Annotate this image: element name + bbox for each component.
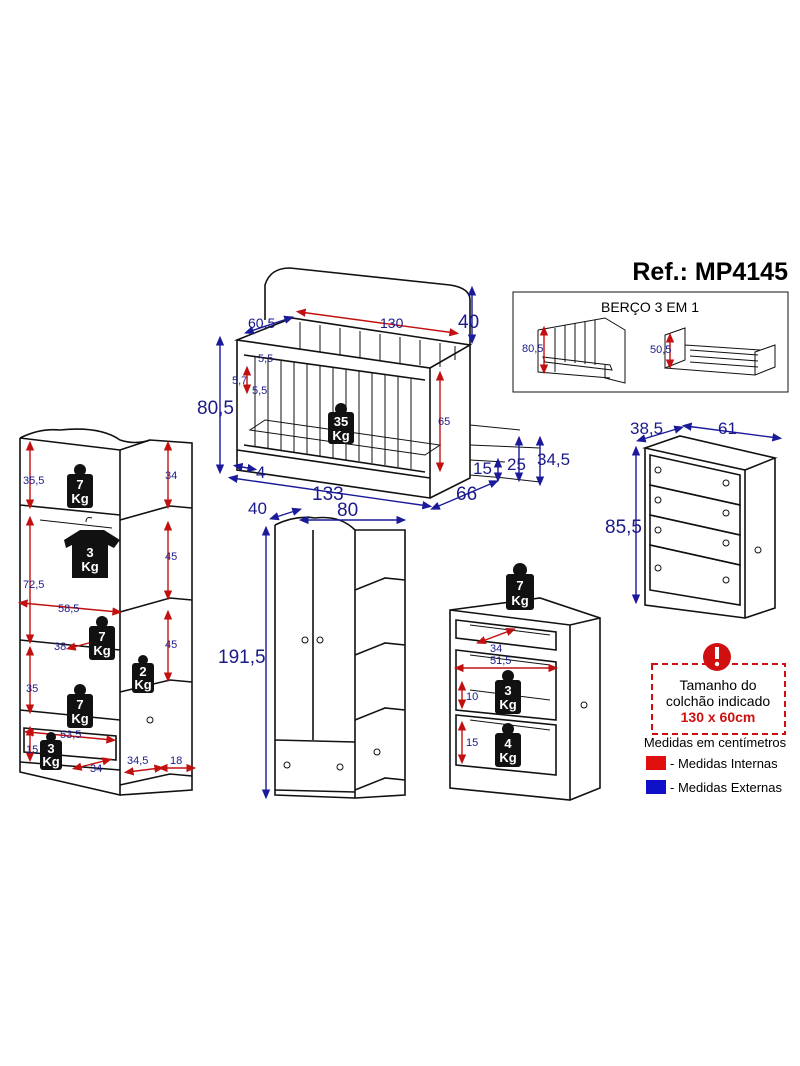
big-dresser-width: 61	[718, 419, 737, 438]
small-dresser-weight-top: 7 Kg	[506, 563, 534, 610]
big-dresser-drawing: 38,5 61 85,5	[605, 419, 783, 619]
shelf-weight-mid-value: 7	[98, 629, 105, 644]
legend-internal-swatch	[646, 756, 666, 770]
shelf-w-inner: 58,5	[58, 603, 79, 615]
crib-inner-length: 130	[380, 315, 404, 331]
small-dresser-drawing: 34 51,5 10 15 7 Kg 3 Kg 4 Kg	[449, 563, 601, 801]
shelf-weight-drawer-value: 3	[47, 741, 54, 756]
small-dresser-weight-mid-value: 3	[504, 683, 511, 698]
crib-depth-total: 66	[456, 484, 477, 505]
crib-rail-c: 5,5	[252, 385, 267, 397]
crib-base-offset: 4	[256, 463, 265, 482]
legend-title: Medidas em centímetros	[644, 735, 787, 750]
notice-line2: colchão indicado	[666, 693, 771, 709]
shelf-weight-low-value: 7	[76, 697, 83, 712]
shelf-h-mid: 35	[26, 683, 38, 695]
shelf-weight-low: 7 Kg	[67, 684, 93, 728]
legend-external-swatch	[646, 780, 666, 794]
crib-level-2: 25	[507, 455, 526, 474]
wardrobe-depth: 40	[248, 499, 267, 518]
small-dresser-weight-top-unit: Kg	[511, 593, 528, 608]
shelf-weight-top-unit: Kg	[71, 491, 88, 506]
crib-inner-height: 65	[438, 416, 450, 428]
shelf-d-shelf: 38	[54, 641, 66, 653]
big-dresser-height: 85,5	[605, 517, 642, 538]
inset-crib-height: 80,5	[522, 343, 543, 355]
shelf-weight-mid-unit: Kg	[93, 643, 110, 658]
shelf-side-d: 34,5	[127, 755, 148, 767]
shelf-side-1: 34	[165, 470, 177, 482]
small-dresser-weight-low: 4 Kg	[495, 723, 521, 767]
legend-external-label: - Medidas Externas	[670, 780, 782, 795]
shelf-side-2: 45	[165, 551, 177, 563]
notice-size: 130 x 60cm	[681, 709, 756, 725]
inset-bed-height: 50,5	[650, 344, 671, 356]
shelf-h-top: 35,5	[23, 475, 44, 487]
crib-weight-unit: Kg	[332, 428, 349, 443]
small-dresser-weight-low-value: 4	[504, 736, 512, 751]
shelf-weight-top-value: 7	[76, 477, 83, 492]
small-dresser-width: 51,5	[490, 655, 511, 667]
mattress-notice: Tamanho do colchão indicado 130 x 60cm	[651, 643, 786, 735]
shelf-weight-top: 7 Kg	[67, 464, 93, 508]
crib-headboard: 40	[458, 312, 479, 333]
crib-rail-b: 5,7	[232, 375, 247, 387]
small-dresser-weight-low-unit: Kg	[499, 750, 516, 765]
crib-rail-a: 5,5	[258, 353, 273, 365]
small-dresser-depth: 34	[490, 643, 502, 655]
shelf-side-w: 18	[170, 755, 182, 767]
legend-internal-label: - Medidas Internas	[670, 756, 778, 771]
notice-line1: Tamanho do	[679, 677, 756, 693]
crib-level-3: 34,5	[537, 450, 570, 469]
shelf-unit-drawing: 35,5 72,5 35 15 58,5 38 53,5 34 34 45 45…	[17, 428, 197, 797]
shelf-weight-hang-value: 3	[86, 545, 93, 560]
big-dresser-depth: 38,5	[630, 419, 663, 438]
small-dresser-weight-top-value: 7	[516, 578, 523, 593]
crib-length-total: 133	[312, 484, 344, 505]
small-dresser-weight-mid: 3 Kg	[495, 670, 521, 714]
wardrobe-drawing: 40 80 191,5	[218, 499, 407, 800]
crib-level-1: 15	[473, 459, 492, 478]
shelf-weight-hang-unit: Kg	[81, 559, 98, 574]
crib-height-total: 80,5	[197, 398, 234, 419]
small-dresser-h-low: 15	[466, 737, 478, 749]
wardrobe-width: 80	[337, 500, 358, 521]
shelf-h-drawer: 15	[26, 744, 38, 756]
shelf-weight-side-value: 2	[139, 664, 146, 679]
wardrobe-height: 191,5	[218, 647, 266, 668]
shelf-weight-hang: 3 Kg	[64, 517, 120, 578]
legend: Medidas em centímetros - Medidas Interna…	[644, 735, 787, 795]
inset-title: BERÇO 3 EM 1	[601, 299, 699, 315]
shelf-weight-drawer: 3 Kg	[40, 732, 62, 770]
shelf-weight-low-unit: Kg	[71, 711, 88, 726]
reference-code: Ref.: MP4145	[632, 258, 788, 286]
small-dresser-h-mid: 10	[466, 691, 478, 703]
shelf-w-drawer: 53,5	[60, 729, 81, 741]
crib-depth-top: 60,5	[248, 315, 275, 331]
shelf-weight-side-unit: Kg	[134, 677, 151, 692]
shelf-weight-mid: 7 Kg	[89, 616, 115, 660]
shelf-weight-drawer-unit: Kg	[42, 754, 59, 769]
shelf-d-drawer: 34	[90, 763, 102, 775]
crib-drawing: 60,5 130 40 5,5 5,7 5,5 80,5 65 35 Kg 4 …	[197, 267, 570, 510]
inset-convertible-crib: BERÇO 3 EM 1 80,5 50,5	[512, 291, 789, 393]
shelf-weight-side: 2 Kg	[132, 655, 154, 693]
crib-weight-badge: 35 Kg	[328, 403, 354, 444]
shelf-side-3: 45	[165, 639, 177, 651]
shelf-h-hang: 72,5	[23, 579, 44, 591]
small-dresser-weight-mid-unit: Kg	[499, 697, 516, 712]
crib-weight-value: 35	[334, 414, 348, 429]
